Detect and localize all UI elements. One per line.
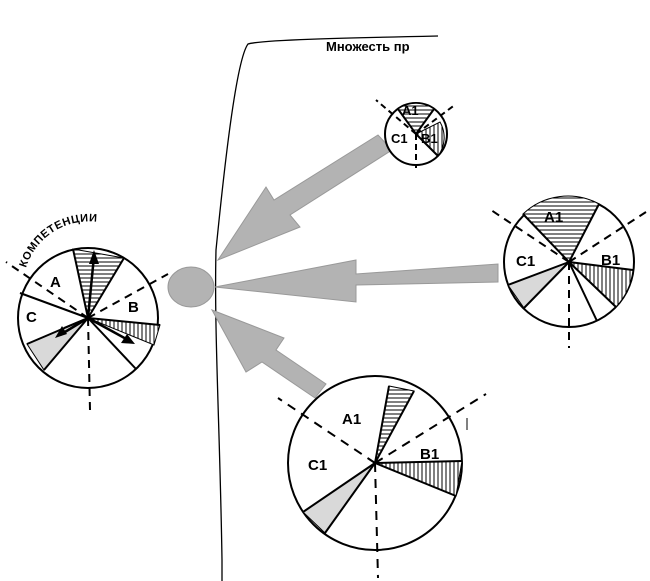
arrow-from-small-circle — [216, 134, 393, 262]
left-circle — [5, 247, 169, 411]
small-label-a: A1 — [402, 103, 419, 118]
arrow-from-right-circle — [214, 259, 499, 303]
small-circle — [375, 99, 457, 168]
right-label-c: C1 — [516, 253, 535, 270]
header-text: Множесть пр — [326, 39, 410, 54]
arrow-from-bottom-circle — [210, 309, 327, 399]
small-label-c: C1 — [391, 131, 408, 146]
boundary-curve — [214, 35, 439, 581]
hub-ellipse — [167, 266, 215, 308]
bottom-circle — [277, 375, 487, 579]
right-sector-a-hatch — [522, 195, 600, 263]
bottom-label-b: B1 — [420, 446, 439, 463]
bottom-label-a: A1 — [342, 411, 361, 428]
left-label-c: C — [26, 309, 37, 326]
right-circle — [487, 195, 647, 348]
small-label-b: B1 — [421, 131, 438, 146]
bottom-label-c: C1 — [308, 457, 327, 474]
left-label-b: B — [128, 299, 139, 316]
right-label-b: B1 — [601, 252, 620, 269]
left-label-a: A — [50, 274, 61, 291]
right-label-a: A1 — [544, 209, 563, 226]
